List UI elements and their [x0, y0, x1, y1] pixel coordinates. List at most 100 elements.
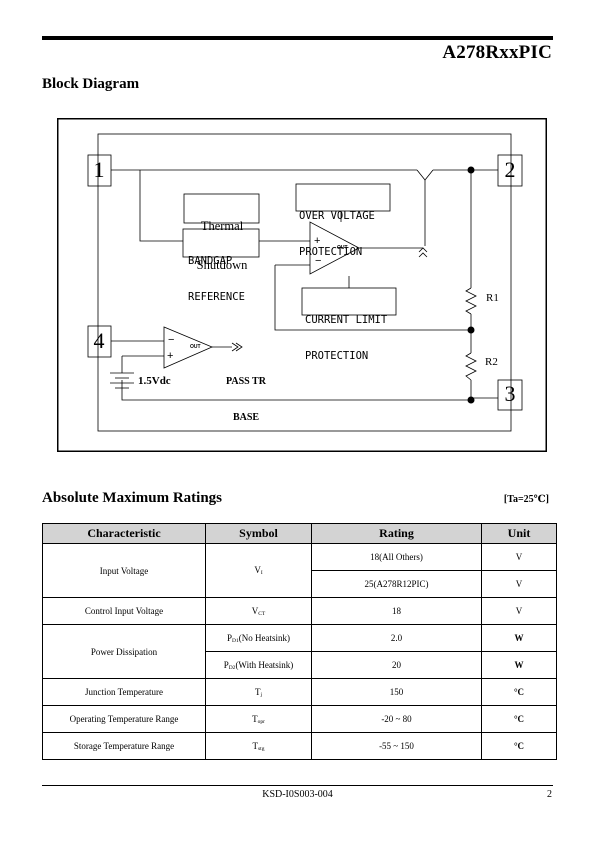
symbol-sub: D2 [228, 664, 236, 671]
storage-temp-name: Storage Temperature Range [42, 732, 206, 760]
table-row: Power Dissipation PD1(No Heatsink) 2.0 W [42, 624, 557, 679]
power-dissipation-symbol-b: PD2(With Heatsink) [205, 651, 312, 679]
table-header-row: Characteristic Symbol Rating Unit [42, 523, 557, 544]
input-voltage-unit-b: V [481, 570, 557, 598]
block-diagram: 1 2 3 4 Thermal Shutdown BANDGAP REFEREN… [57, 118, 547, 452]
ovp-line-1: OVER VOLTAGE [299, 210, 375, 222]
operating-temp-symbol: Topr [205, 705, 312, 733]
error-amp-plus: + [314, 235, 321, 247]
absolute-maximum-ratings-table: Characteristic Symbol Rating Unit Input … [42, 523, 557, 760]
header-characteristic: Characteristic [42, 523, 206, 544]
header-unit: Unit [481, 523, 557, 544]
control-voltage-unit: V [481, 597, 557, 625]
power-dissipation-unit-b: W [481, 651, 557, 679]
header-symbol: Symbol [205, 523, 312, 544]
symbol-sub: opr [257, 718, 265, 725]
pin-2-box [497, 154, 523, 187]
symbol-main: V [251, 605, 259, 616]
pin-4-label: 4 [93, 328, 105, 353]
table-row: 25(A278R12PIC) V [43, 570, 557, 598]
table-row: Operating Temperature Range Topr -20 ~ 8… [42, 705, 557, 733]
input-voltage-symbol: VI [205, 543, 312, 598]
clp-line-1: CURRENT LIMIT [305, 314, 388, 326]
operating-temp-name: Operating Temperature Range [42, 705, 206, 733]
table-row: Storage Temperature Range Tstg -55 ~ 150… [42, 732, 557, 760]
table-row: PD2(With Heatsink) 20 W [43, 651, 557, 679]
symbol-main: P [227, 632, 233, 643]
pass-amp-plus: + [167, 350, 174, 362]
thermal-shutdown-line-2: Shutdown [196, 258, 248, 272]
symbol-main: T [254, 686, 261, 697]
symbol-main: P [223, 659, 229, 670]
power-dissipation-symbol-a: PD1(No Heatsink) [205, 624, 312, 652]
r1-label: R1 [486, 292, 499, 304]
control-voltage-symbol: VCT [205, 597, 312, 625]
pin-1-box [87, 154, 112, 187]
error-amp-minus: − [315, 255, 322, 267]
operating-temp-unit: °C [481, 705, 557, 733]
symbol-sub: D1 [232, 637, 239, 644]
section-title-absolute-maximum-ratings: Absolute Maximum Ratings [42, 490, 223, 506]
current-limit-protection-label: CURRENT LIMIT PROTECTION [305, 290, 387, 386]
pin-3-label: 3 [504, 381, 516, 406]
power-dissipation-rating-a: 2.0 [311, 624, 482, 652]
package-outline [97, 133, 512, 432]
r2-label: R2 [485, 356, 498, 368]
junction-temp-rating: 150 [311, 678, 482, 706]
error-amplifier [309, 221, 360, 275]
symbol-sub: stg [258, 745, 265, 752]
input-voltage-unit-a: V [481, 543, 557, 571]
bandgap-line-1: BANDGAP [188, 255, 233, 267]
power-dissipation-unit-a: W [481, 624, 557, 652]
over-voltage-protection-label: OVER VOLTAGE PROTECTION [299, 186, 375, 282]
footer-document-code: KSD-I0S003-004 [262, 789, 333, 800]
page-number: 2 [547, 789, 552, 800]
control-voltage-name: Control Input Voltage [42, 597, 206, 625]
symbol-main: T [252, 740, 259, 751]
junction-dots [467, 166, 475, 404]
diagram-frame-border [57, 118, 547, 452]
symbol-main: V [254, 565, 261, 575]
symbol-note: (No Heatsink) [238, 632, 290, 643]
header-rating: Rating [311, 523, 482, 544]
power-dissipation-name: Power Dissipation [42, 624, 206, 679]
pass-tr-base-label: PASS TR BASE [222, 352, 270, 448]
input-voltage-rating-a: 18(All Others) [311, 543, 482, 571]
pass-tr-line-1: PASS TR [226, 376, 266, 387]
thermal-shutdown-block [183, 193, 260, 224]
footer-rule [42, 785, 553, 786]
error-amp-out-label: OUT [337, 245, 348, 251]
bandgap-line-2: REFERENCE [188, 291, 245, 303]
power-dissipation-rating-b: 20 [311, 651, 482, 679]
symbol-note: (With Heatsink) [235, 659, 294, 670]
clp-line-2: PROTECTION [305, 350, 369, 362]
pin-2-label: 2 [504, 157, 516, 182]
pin-3-box [497, 379, 523, 411]
bandgap-reference-block [182, 228, 260, 258]
pass-tr-amplifier [163, 326, 214, 369]
storage-temp-rating: -55 ~ 150 [311, 732, 482, 760]
symbol-sub: j [260, 691, 263, 698]
symbol-sub: CT [258, 610, 266, 617]
junction-temp-name: Junction Temperature [42, 678, 206, 706]
pass-amp-out-label: OUT [190, 344, 201, 350]
wiring [110, 169, 498, 401]
pin-1-label: 1 [93, 157, 105, 182]
storage-temp-symbol: Tstg [205, 732, 312, 760]
vref-label: 1.5Vdc [138, 375, 171, 387]
temperature-condition: [Ta=25℃] [503, 494, 549, 505]
table-row: Control Input Voltage VCT 18 V [42, 597, 557, 625]
document-title: A278RxxPIC [442, 42, 552, 63]
pass-tr-line-2: BASE [232, 412, 260, 423]
block-diagram-schematic [57, 118, 547, 452]
thermal-shutdown-line-1: Thermal [200, 219, 244, 233]
input-voltage-rating-b: 25(A278R12PIC) [311, 570, 482, 598]
junction-temp-symbol: Tj [205, 678, 312, 706]
storage-temp-unit: °C [481, 732, 557, 760]
input-voltage-name: Input Voltage [42, 543, 206, 598]
ovp-line-2: PROTECTION [299, 246, 363, 258]
section-title-block-diagram: Block Diagram [42, 76, 140, 92]
header-rule [42, 36, 553, 40]
symbol-main: T [252, 713, 258, 724]
over-voltage-protection-block [295, 183, 391, 212]
